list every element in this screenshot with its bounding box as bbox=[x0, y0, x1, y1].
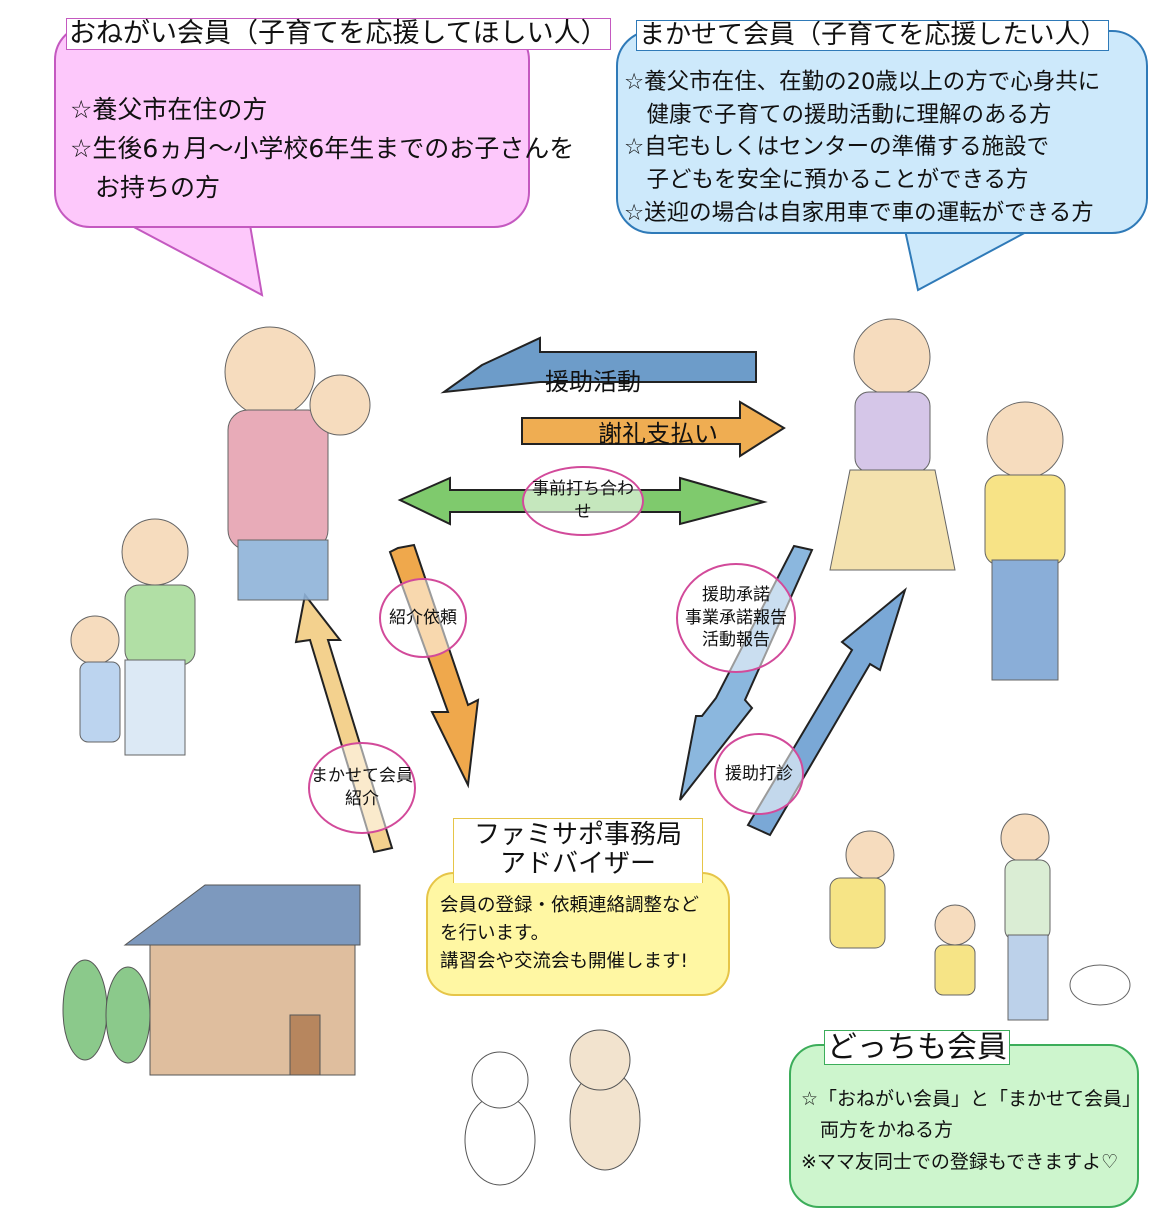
label-referral-request: 紹介依頼 bbox=[379, 578, 467, 658]
acceptance-text-line: 活動報告 bbox=[702, 630, 770, 651]
acceptance-text-line: 事業承諾報告 bbox=[685, 607, 787, 628]
onegai-line: ☆生後6ヵ月～小学校6年生までのお子さんを bbox=[70, 134, 575, 163]
makasete-line: 健康で子育ての援助活動に理解のある方 bbox=[624, 101, 1052, 128]
office-line: を行います。 bbox=[440, 922, 550, 944]
office-title: ファミサポ事務局 アドバイザー bbox=[453, 818, 703, 883]
office-line: 会員の登録・依頼連絡調整など bbox=[440, 895, 700, 916]
introduce-text-line: 紹介 bbox=[345, 789, 379, 809]
makasete-line: ☆養父市在住、在勤の20歳以上の方で心身共に bbox=[624, 69, 1101, 95]
label-support-activity: 援助活動 bbox=[545, 368, 641, 396]
support-offer-text: 援助打診 bbox=[725, 763, 793, 784]
dotchi-line: ☆「おねがい会員」と「まかせて会員」 bbox=[801, 1088, 1142, 1110]
onegai-member-title: おねがい会員（子育てを応援してほしい人） bbox=[66, 18, 611, 50]
office-title-line2: アドバイザー bbox=[499, 848, 656, 879]
dotchi-member-bubble: ☆「おねがい会員」と「まかせて会員」 両方をかねる方 ※ママ友同士での登録もでき… bbox=[789, 1044, 1142, 1208]
office-line: 講習会や交流会も開催します! bbox=[440, 950, 688, 972]
arrow-support-activity bbox=[440, 336, 757, 394]
illustration-cats bbox=[464, 1029, 641, 1186]
label-support-offer: 援助打診 bbox=[714, 733, 804, 815]
office-title-line1: ファミサポ事務局 bbox=[473, 820, 682, 850]
onegai-member-bubble: ☆養父市在住の方 ☆生後6ヵ月～小学校6年生までのお子さんを お持ちの方 bbox=[54, 24, 574, 228]
makasete-member-bubble: ☆養父市在住、在勤の20歳以上の方で心身共に 健康で子育ての援助活動に理解のある… bbox=[616, 30, 1148, 234]
label-pre-meeting: 事前打ち合わせ bbox=[522, 466, 644, 536]
arrow-payment bbox=[521, 400, 786, 458]
makasete-line: ☆自宅もしくはセンターの準備する施設で bbox=[624, 134, 1050, 161]
label-introduce-makasete: まかせて会員 紹介 bbox=[308, 742, 416, 834]
illustration-father-child bbox=[224, 326, 371, 601]
onegai-line: ☆養父市在住の方 bbox=[70, 95, 268, 124]
makasete-line: 子どもを安全に預かることができる方 bbox=[624, 166, 1029, 193]
illustration-family-dog bbox=[829, 813, 1131, 1021]
makasete-line: ☆送迎の場合は自家用車で車の運転ができる方 bbox=[624, 199, 1094, 226]
pre-meeting-text: 事前打ち合わせ bbox=[532, 479, 634, 522]
makasete-member-title: まかせて会員（子育てを応援したい人） bbox=[636, 20, 1110, 51]
dotchi-line: 両方をかねる方 bbox=[801, 1119, 954, 1142]
introduce-text-line: まかせて会員 bbox=[311, 766, 413, 787]
illustration-grandmother bbox=[829, 318, 956, 571]
acceptance-text-line: 援助承諾 bbox=[702, 584, 770, 605]
label-payment: 謝礼支払い bbox=[598, 420, 718, 448]
onegai-line: お持ちの方 bbox=[70, 173, 221, 202]
illustration-young-woman bbox=[984, 401, 1066, 681]
dotchi-line: ※ママ友同士での登録もできますよ♡ bbox=[801, 1150, 1119, 1173]
illustration-mother-toddler bbox=[70, 518, 196, 756]
dotchi-member-title: どっちも会員 bbox=[824, 1030, 1010, 1065]
illustration-house bbox=[62, 884, 361, 1076]
label-acceptance-report: 援助承諾 事業承諾報告 活動報告 bbox=[676, 563, 796, 673]
referral-request-text: 紹介依頼 bbox=[389, 607, 457, 628]
office-bubble: 会員の登録・依頼連絡調整など を行います。 講習会や交流会も開催します! bbox=[426, 872, 730, 996]
